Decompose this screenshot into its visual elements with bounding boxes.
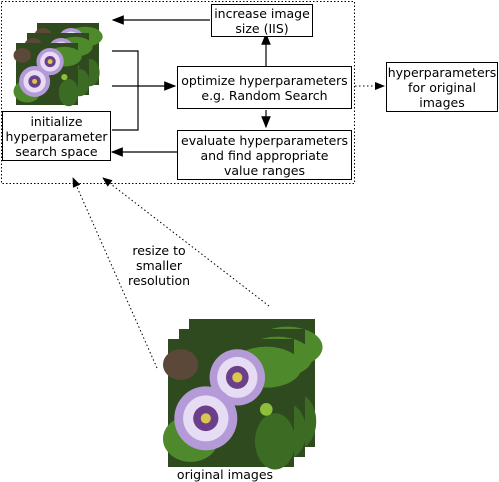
small-images-stack — [13, 23, 103, 107]
output-hyperparameters-box: hyperparameters for original images — [386, 62, 498, 112]
initialize-search-space-box: initialize hyperparameter search space — [2, 111, 111, 161]
resize-label: resize to smaller resolution — [127, 243, 191, 288]
original-images-stack — [162, 319, 323, 470]
loop-frame — [1, 1, 355, 184]
optimize-hyperparameters-box: optimize hyperparameters e.g. Random Sea… — [177, 66, 352, 109]
original-images-label: original images — [176, 467, 274, 482]
resize-right-arrow — [102, 177, 270, 307]
evaluate-hyperparameters-box: evaluate hyperparameters and find approp… — [177, 130, 352, 180]
resize-left-arrow — [72, 177, 158, 369]
images-to-initialize-connector — [112, 50, 139, 131]
increase-image-size-box: increase image size (IIS) — [211, 4, 313, 37]
